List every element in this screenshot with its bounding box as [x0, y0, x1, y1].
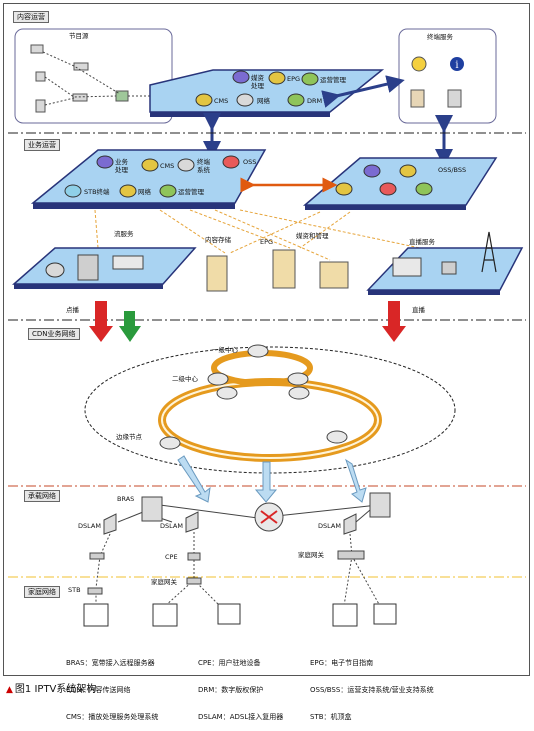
home-gw-label-right: 家庭网关: [298, 551, 324, 559]
cpe-label: CPE: [165, 553, 178, 561]
bras-icon: [141, 496, 163, 522]
bras-right-icon: [369, 492, 391, 518]
legend-item: STB：机顶盒: [310, 713, 352, 721]
smiley-icon: [411, 56, 427, 72]
feed-label-stream: 流服务: [114, 230, 134, 238]
figure-frame: [3, 3, 530, 676]
stb-label: STB: [68, 586, 81, 594]
platform-label-drm: DRM: [307, 97, 323, 105]
legend-item: DRM：数字版权保护: [198, 686, 264, 694]
section-tag-bearer: 承载网络: [24, 490, 60, 502]
section-tag-business-ops: 业务运营: [24, 139, 60, 151]
legend-item: DSLAM：ADSL接入复用器: [198, 713, 284, 721]
feed-label-storage: 内容存储: [205, 236, 231, 244]
content-ops-disks: [195, 70, 319, 107]
producer-box-title: 节目源: [69, 32, 89, 40]
info-icon: [450, 57, 464, 71]
business-ops-disks: [64, 155, 240, 198]
home-gw-label-mid: 家庭网关: [151, 578, 177, 586]
legend-item: EPG：电子节目指南: [310, 659, 374, 667]
platform-label-net: 网络: [257, 97, 270, 105]
terminal-server-icon-2: [447, 89, 462, 108]
terminal-server-icon: [410, 89, 425, 108]
producer-box: [14, 28, 173, 124]
bras-label: BRAS: [117, 495, 135, 503]
broadcast-tower-icon: [481, 231, 497, 273]
cdn-down-arrows: [177, 455, 367, 503]
vod-red-arrow: [89, 301, 113, 342]
legend-item: CPE：用户驻地设备: [198, 659, 261, 667]
dslam-label-1: DSLAM: [78, 522, 101, 530]
dslam-icon-3: [343, 513, 357, 535]
biz-label-proc: 业务处理: [115, 158, 128, 174]
media-mgmt-server-icon: [319, 261, 349, 289]
biz-label-cms: CMS: [160, 162, 175, 170]
triangle-icon: ▲: [6, 685, 13, 695]
figure-caption: ▲图1 IPTV系统架构: [6, 680, 96, 695]
platform-label-epg: EPG: [287, 75, 301, 83]
iptv-architecture-diagram: i: [3, 3, 530, 721]
terminal-box-title: 终端服务: [427, 33, 453, 41]
biz-label-net: 网络: [138, 188, 151, 196]
vod-green-arrow: [119, 311, 141, 342]
feed-label-live: 直播服务: [409, 238, 435, 246]
biz-label-stb: STB终端: [84, 188, 110, 196]
caption-text: 图1 IPTV系统架构: [14, 684, 97, 695]
cdn-label-edge: 边缘节点: [116, 433, 142, 441]
home-links: [95, 532, 381, 607]
ops-to-terminal-arrow: [321, 75, 405, 108]
content-storage-icon: [206, 255, 228, 292]
feed-label-media: 媒资和管理: [296, 232, 329, 240]
live-label: 直播: [412, 306, 425, 314]
dslam-label-2: DSLAM: [160, 522, 183, 530]
oss-bss-label: OSS/BSS: [438, 166, 467, 174]
biz-label-term: 终端系统: [197, 158, 210, 174]
cdn-label-level1: 一级中心: [212, 346, 238, 354]
section-tag-cdn: CDN业务网络: [28, 328, 80, 340]
platform-label-ops: 运营管理: [320, 76, 346, 84]
legend-item: CMS：播放处理服务处理系统: [66, 713, 159, 721]
legend-item: CDN：内容传送网络: [66, 686, 131, 694]
diagram-canvas: i: [8, 28, 526, 627]
legend-item: BRAS：宽带接入远程服务器: [66, 659, 155, 667]
feed-label-epg: EPG: [260, 238, 274, 246]
oss-bss-disks: [335, 164, 433, 196]
biz-label-oss: OSS: [243, 158, 257, 166]
section-tag-content-ops: 内容运营: [13, 11, 49, 23]
live-red-arrow: [382, 301, 406, 342]
feed-links: [94, 209, 421, 261]
producer-devices: [30, 44, 129, 113]
dslam-icon-1: [103, 513, 117, 535]
biz-label-mgmt: 运营管理: [178, 188, 204, 196]
svg-text:i: i: [455, 60, 458, 71]
platform-label-cms: CMS: [214, 97, 229, 105]
dslam-icon-2: [185, 511, 199, 533]
home-terminals: [83, 603, 397, 627]
dslam-label-3: DSLAM: [318, 522, 341, 530]
section-tag-home: 家庭网络: [24, 586, 60, 598]
cdn-nodes: [159, 344, 348, 450]
vod-label: 点播: [66, 306, 79, 314]
cdn-label-level2: 二级中心: [172, 375, 198, 383]
epg-server-icon: [272, 249, 296, 289]
legend-item: OSS/BSS：运营支持系统/营业支持系统: [310, 686, 434, 694]
platform-label-media: 媒资处理: [251, 74, 264, 90]
